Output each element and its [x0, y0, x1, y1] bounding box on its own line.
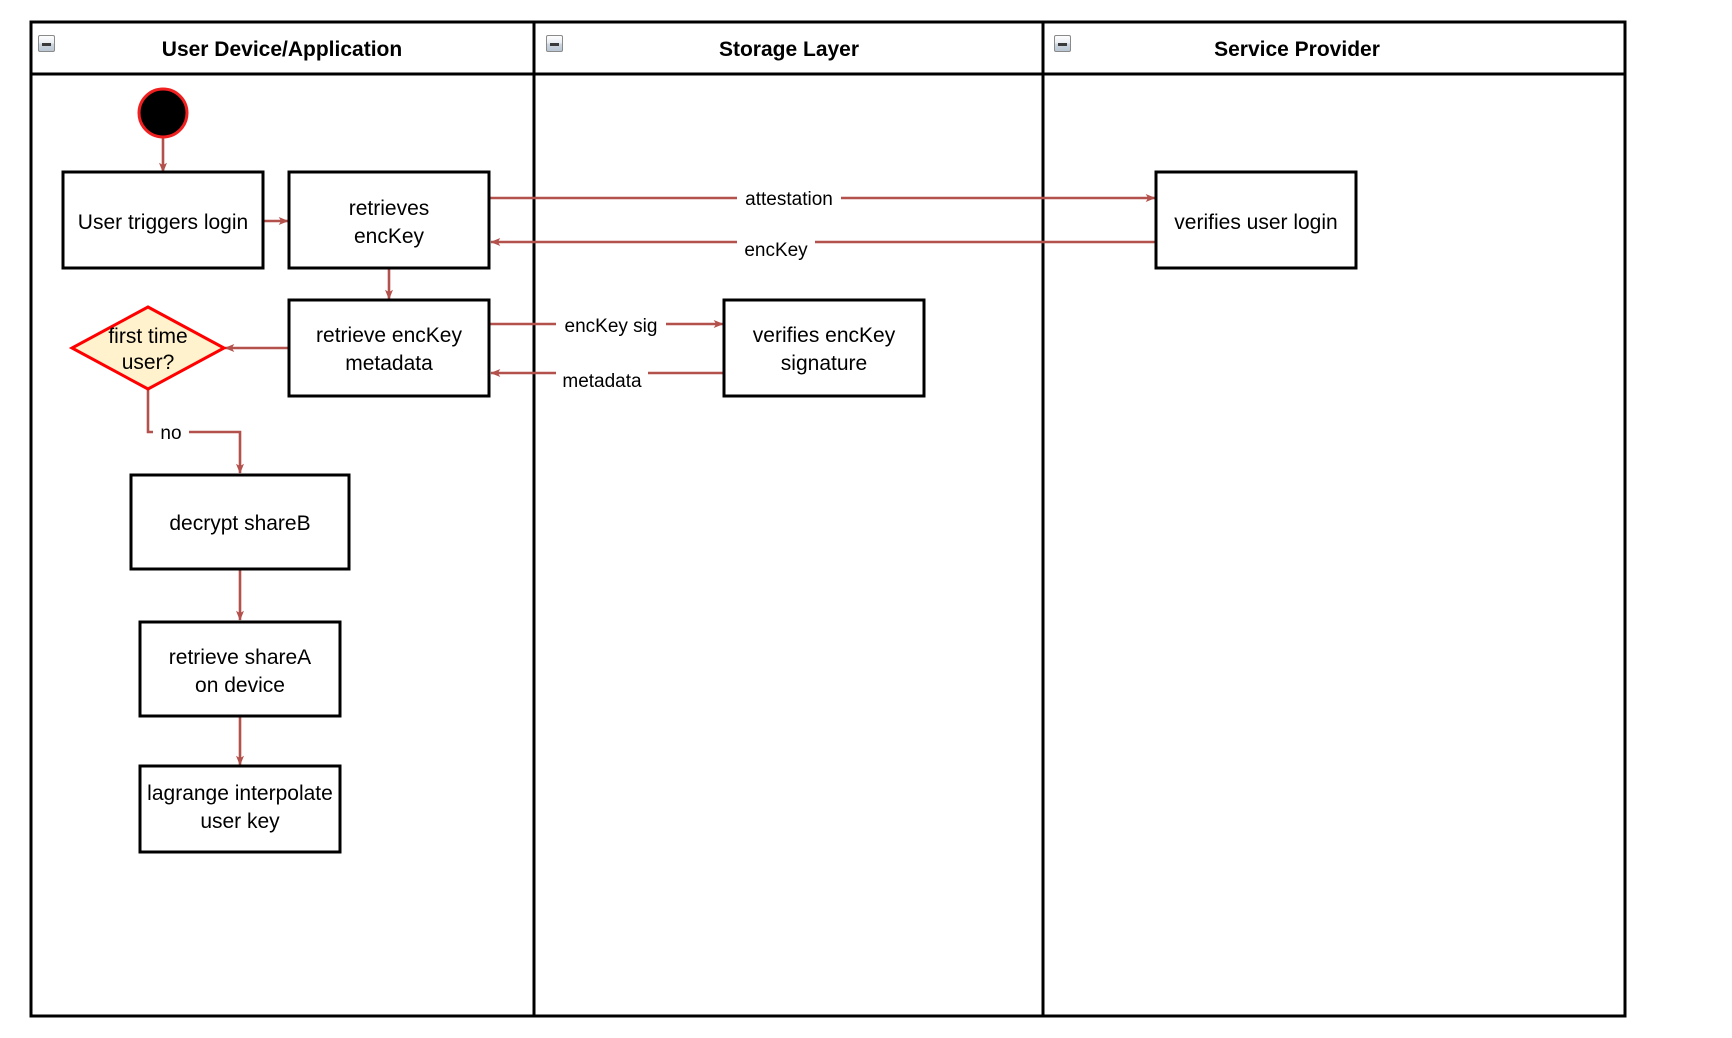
edge-label-layer: attestation encKey encKey sig metadata n… — [153, 186, 841, 444]
node-label-lagrange-line1: lagrange interpolate — [147, 782, 333, 805]
edge-label-enckey-sig: encKey sig — [565, 316, 658, 337]
node-label-user-triggers-login: User triggers login — [78, 211, 248, 234]
node-label-retrieve-enckey-metadata-line2: metadata — [345, 352, 433, 375]
node-verifies-enckey-signature[interactable]: verifies encKey signature — [722, 298, 926, 398]
lane-title-user-device: User Device/Application — [162, 38, 402, 61]
edge-label-no: no — [160, 423, 181, 444]
node-retrieves-enckey[interactable]: retrieves encKey — [287, 170, 491, 270]
node-label-decrypt-shareb: decrypt shareB — [169, 512, 310, 535]
node-decrypt-shareb[interactable]: decrypt shareB — [129, 473, 351, 571]
node-label-verifies-enckey-sig-line2: signature — [781, 352, 867, 375]
node-label-retrieve-enckey-metadata-line1: retrieve encKey — [316, 324, 462, 347]
node-retrieve-enckey-metadata[interactable]: retrieve encKey metadata — [287, 298, 491, 398]
node-label-first-time-user-line1: first time — [108, 325, 187, 348]
node-label-first-time-user-line2: user? — [122, 351, 175, 374]
collapse-minus-icon-service-provider[interactable] — [1054, 35, 1071, 52]
node-label-verifies-user-login: verifies user login — [1174, 211, 1337, 234]
node-label-retrieves-enckey-line1: retrieves — [349, 197, 430, 220]
edge-decision-no — [146, 390, 244, 474]
node-label-verifies-enckey-sig-line1: verifies encKey — [753, 324, 896, 347]
node-lagrange-interpolate-user-key[interactable]: lagrange interpolate user key — [138, 764, 342, 854]
node-start[interactable] — [137, 87, 189, 139]
collapse-minus-icon-storage-layer[interactable] — [546, 35, 563, 52]
node-user-triggers-login[interactable]: User triggers login — [61, 170, 265, 270]
node-label-retrieve-sharea-line1: retrieve shareA — [169, 646, 311, 669]
lane-title-service-provider: Service Provider — [1214, 38, 1380, 61]
edge-label-enckey: encKey — [744, 240, 808, 261]
node-label-retrieve-sharea-line2: on device — [195, 674, 285, 697]
edge-label-metadata: metadata — [562, 371, 642, 392]
lane-title-storage-layer: Storage Layer — [719, 38, 859, 61]
node-label-lagrange-line2: user key — [200, 810, 280, 833]
edge-label-attestation: attestation — [745, 189, 833, 210]
node-first-time-user-decision[interactable]: first time user? — [68, 305, 228, 391]
node-verifies-user-login[interactable]: verifies user login — [1154, 170, 1358, 270]
collapse-minus-icon-user-device[interactable] — [38, 35, 55, 52]
node-retrieve-sharea-on-device[interactable]: retrieve shareA on device — [138, 620, 342, 718]
node-label-retrieves-enckey-line2: encKey — [354, 225, 425, 248]
